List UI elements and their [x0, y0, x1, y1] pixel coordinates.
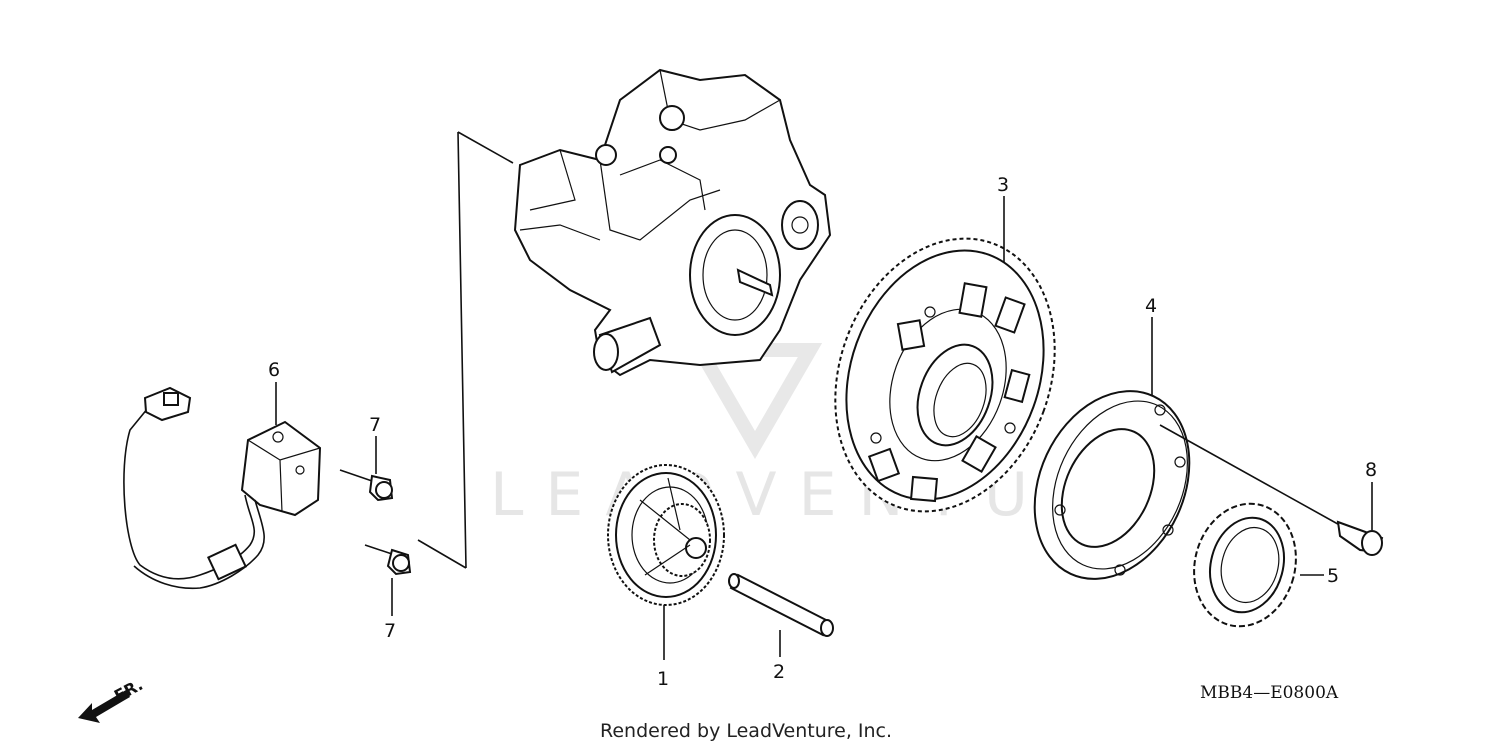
- front-arrow-icon: [78, 690, 130, 723]
- leader-lines: [275, 196, 1373, 660]
- callout-7-lower: 7: [384, 620, 396, 642]
- credit-text: Rendered by LeadVenture, Inc.: [600, 720, 892, 742]
- callout-7-upper: 7: [369, 414, 381, 436]
- callout-4: 4: [1145, 295, 1157, 317]
- callout-5: 5: [1327, 565, 1339, 587]
- one-way-clutch-illustration: [1193, 502, 1297, 628]
- idle-gear-illustration: [607, 464, 725, 606]
- idle-gear-shaft-illustration: [728, 573, 834, 637]
- callout-1: 1: [657, 668, 669, 690]
- pulse-generator-illustration: [123, 386, 322, 590]
- reference-line: [417, 131, 514, 569]
- crankcase-illustration: [513, 68, 832, 377]
- diagram-code: MBB4—E0800A: [1200, 683, 1339, 703]
- clutch-outer-illustration: [1033, 390, 1191, 580]
- callout-6: 6: [268, 359, 280, 381]
- callout-3: 3: [997, 174, 1009, 196]
- bolt-8-illustration: [1159, 424, 1384, 556]
- starter-driven-gear-illustration: [834, 237, 1056, 513]
- callout-2: 2: [773, 661, 785, 683]
- bolt-lower-illustration: [364, 544, 412, 576]
- callout-8: 8: [1365, 459, 1377, 481]
- bolt-upper-illustration: [339, 469, 394, 502]
